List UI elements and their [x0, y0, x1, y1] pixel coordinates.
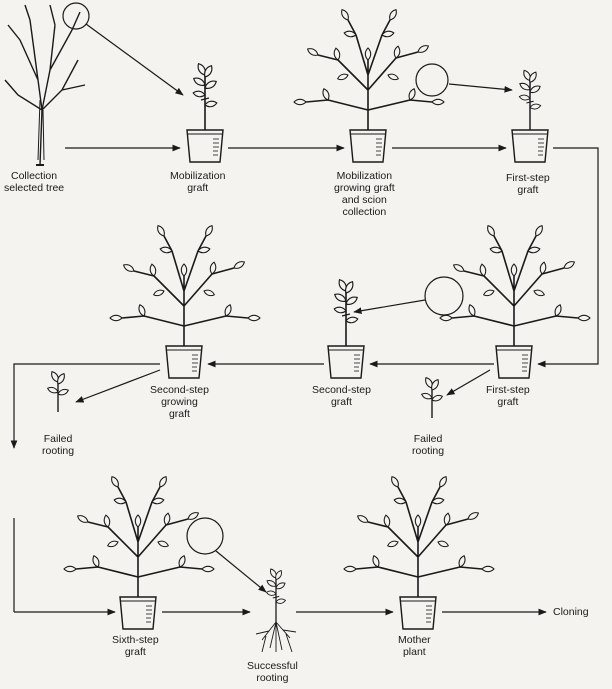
mobilization-growing-drawing: [294, 8, 444, 163]
label-sixth-step: Sixth-step graft: [112, 634, 159, 658]
label-first-step: First-step graft: [506, 172, 550, 196]
failed-cutting-drawing: [47, 370, 69, 412]
label-successful-rooting: Successful rooting: [247, 660, 298, 684]
label-collection: Collection selected tree: [4, 170, 65, 194]
scion-circle: [186, 517, 224, 555]
label-mobilization-graft: Mobilization graft: [170, 170, 226, 194]
first-step-graft-drawing: [511, 69, 549, 163]
mother-plant-drawing: [344, 475, 494, 630]
failed-cutting-drawing: [421, 376, 443, 418]
label-mobilization-growing: Mobilization growing graft and scion col…: [334, 170, 395, 218]
mobilization-graft-drawing: [186, 62, 224, 163]
second-step-graft-drawing: [327, 278, 365, 379]
label-cloning: Cloning: [553, 606, 589, 618]
label-failed-rooting-1: Failed rooting: [42, 433, 75, 457]
successful-rooting-drawing: [255, 568, 297, 653]
label-first-step-2: First-step graft: [486, 384, 530, 408]
label-second-step-growing: Second-step growing graft: [150, 384, 209, 420]
scion-circle: [62, 2, 90, 30]
scion-circle: [415, 63, 449, 97]
label-failed-rooting-2: Failed rooting: [412, 433, 445, 457]
second-step-growing-drawing: [110, 224, 260, 379]
label-second-step: Second-step graft: [312, 384, 371, 408]
label-mother-plant: Mother plant: [398, 634, 431, 658]
selected-tree-drawing: [4, 4, 86, 166]
scion-circle: [424, 276, 464, 316]
sixth-step-graft-drawing: [64, 475, 214, 630]
